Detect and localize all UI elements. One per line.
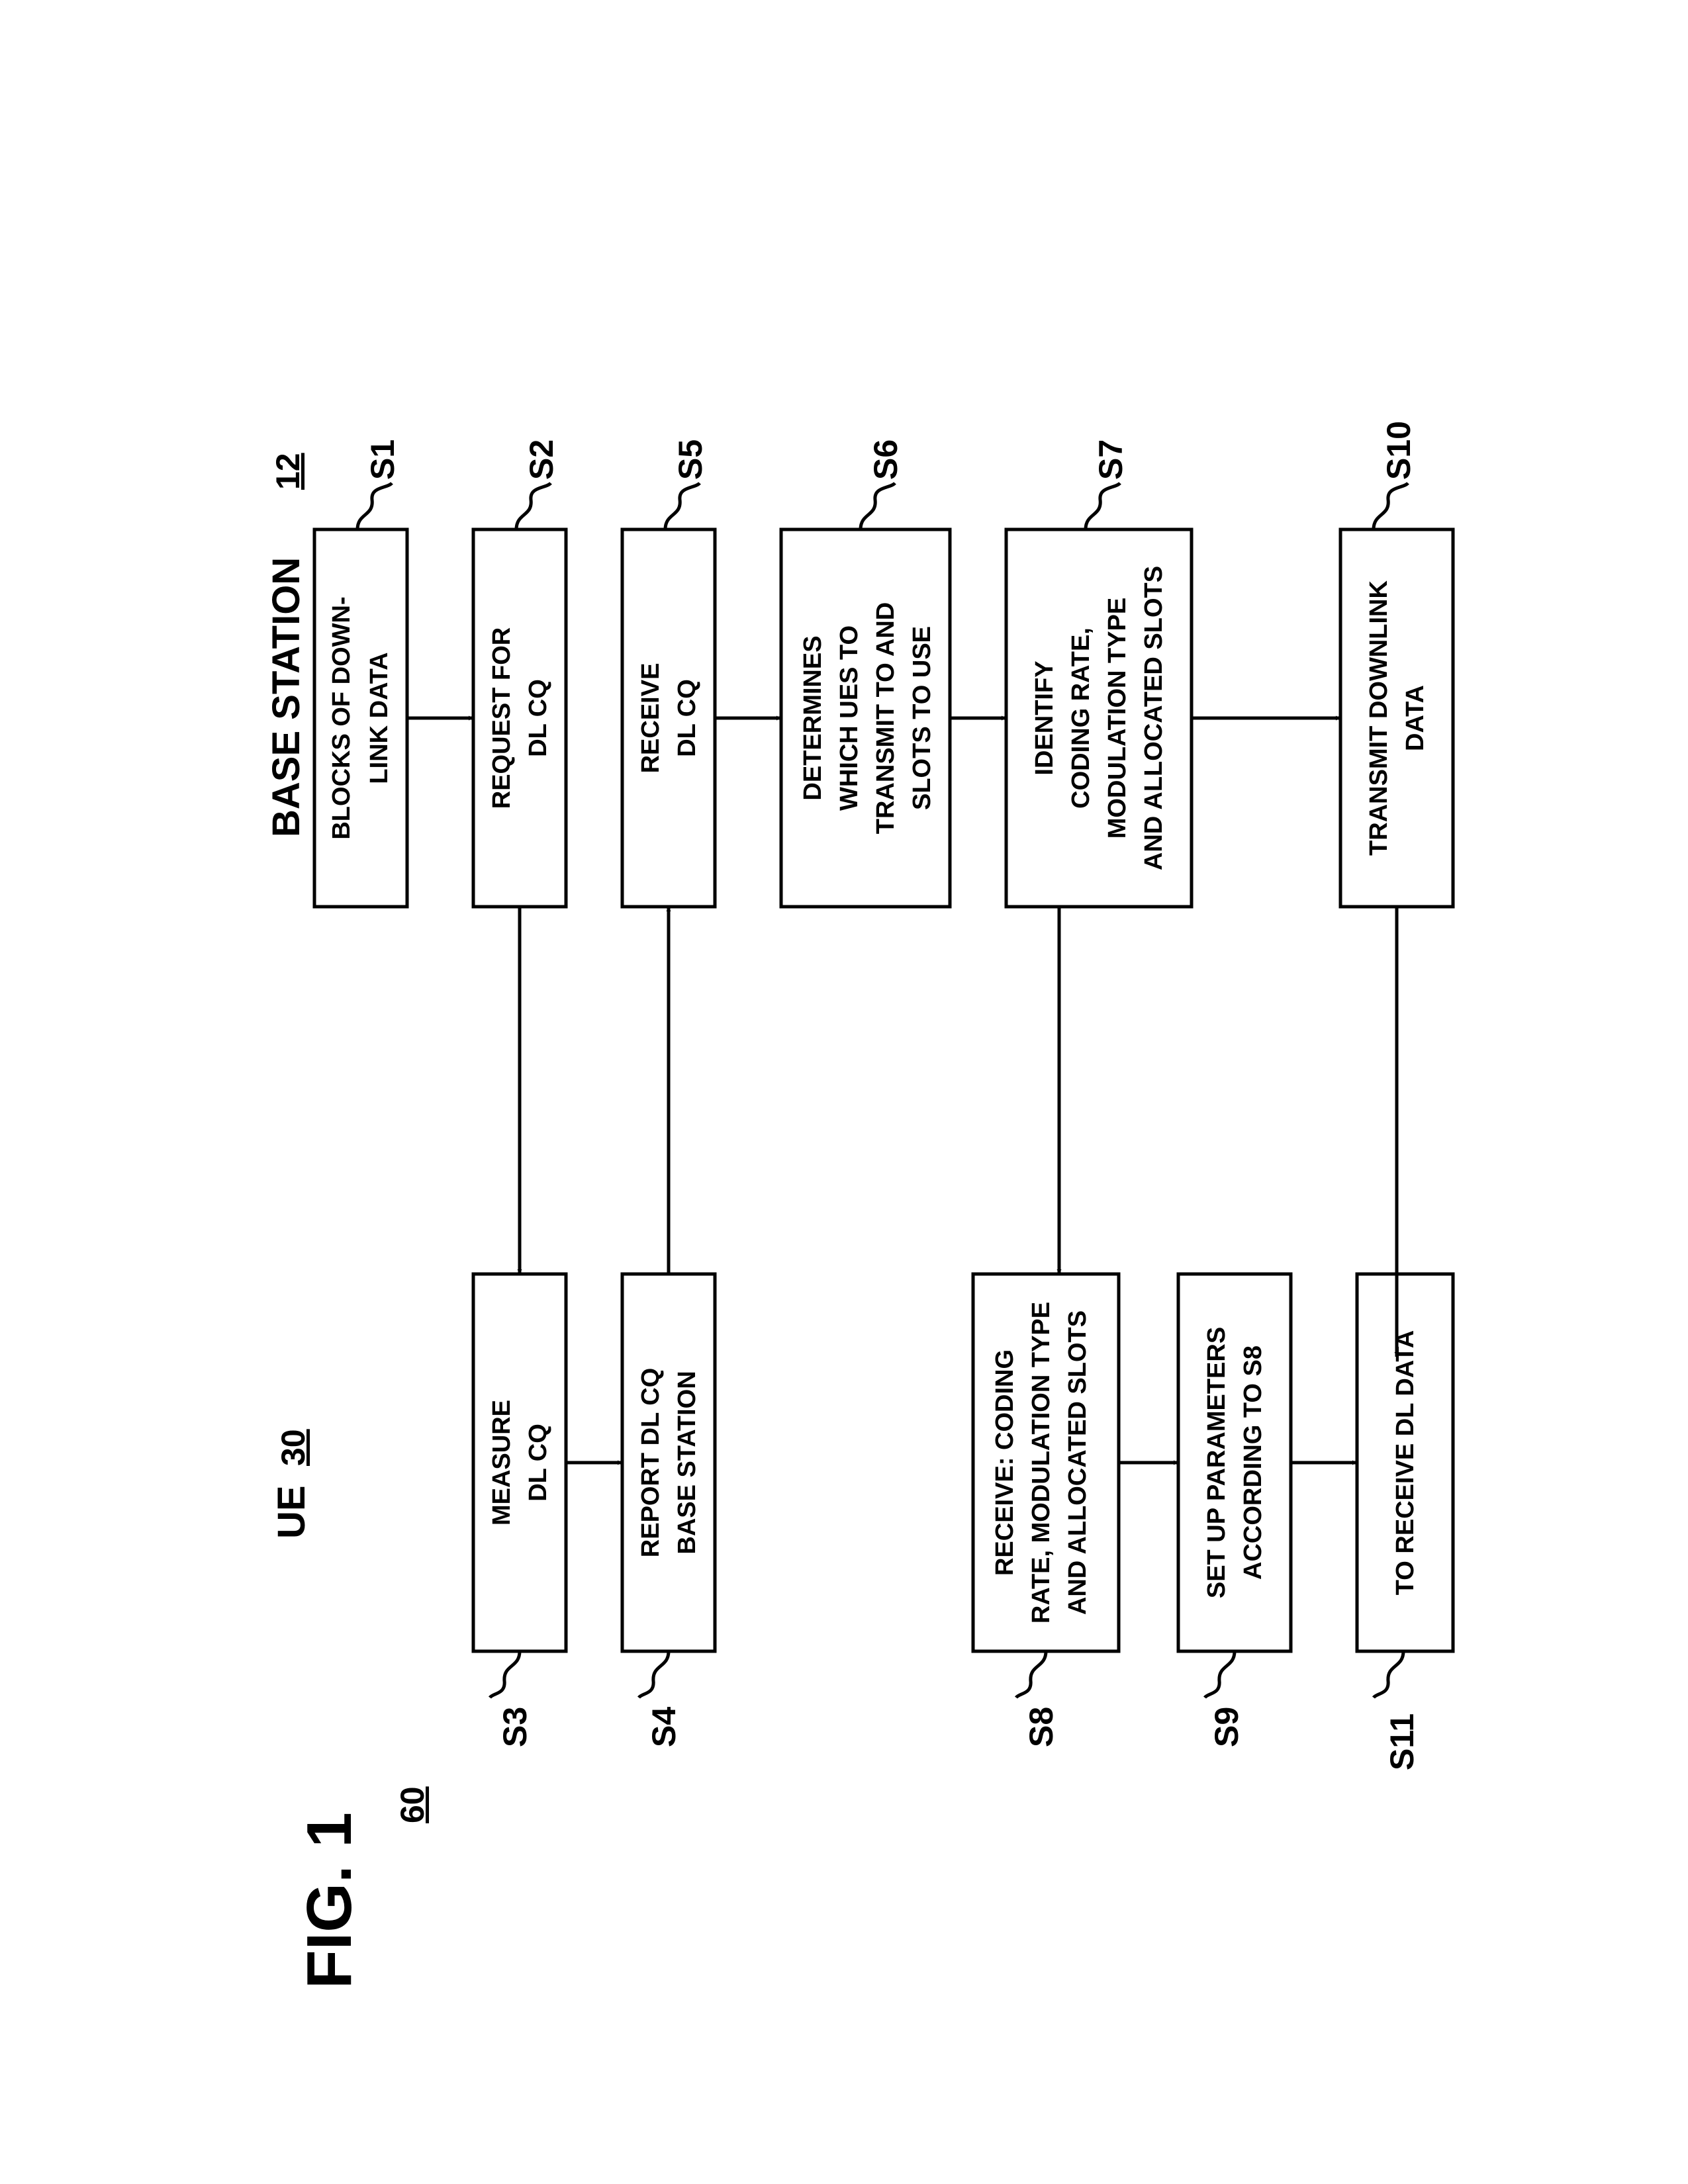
step-s5-line-2: DL CQ — [673, 679, 701, 757]
step-s10-id: S10 — [1380, 421, 1417, 480]
step-s10-line-1: TRANSMIT DOWNLINK — [1365, 580, 1393, 856]
step-label-s4: S4 — [639, 1651, 682, 1747]
step-s8-line-2: RATE, MODULATION TYPE — [1027, 1302, 1055, 1623]
step-label-s3: S3 — [490, 1651, 534, 1747]
step-box-s11: TO RECEIVE DL DATA — [1357, 1274, 1453, 1651]
figure-ref-number: 60 — [394, 1786, 431, 1823]
step-s6-line-3: TRANSMIT TO AND — [872, 602, 900, 834]
step-box-s8: RECEIVE: CODING RATE, MODULATION TYPE AN… — [973, 1274, 1119, 1651]
step-s11-id: S11 — [1383, 1713, 1421, 1770]
step-label-s10: S10 — [1374, 421, 1417, 529]
step-s7-line-3: MODULATION TYPE — [1103, 598, 1131, 839]
base-station-title: BASE STATION — [265, 557, 308, 837]
step-s2-line-1: REQUEST FOR — [488, 627, 516, 809]
step-label-s8: S8 — [1016, 1651, 1060, 1747]
step-box-s1: BLOCKS OF DOWN- LINK DATA — [314, 529, 407, 907]
step-label-s5: S5 — [665, 439, 709, 529]
step-s8-id: S8 — [1023, 1707, 1060, 1747]
step-label-s7: S7 — [1086, 439, 1129, 529]
step-s1-id: S1 — [364, 439, 401, 480]
step-s5-id: S5 — [672, 439, 709, 480]
step-s10-line-2: DATA — [1401, 685, 1429, 751]
step-s2-line-2: DL CQ — [524, 679, 552, 757]
figure-title: FIG. 1 — [294, 1812, 365, 1989]
figure-title-text: FIG. 1 — [294, 1812, 365, 1989]
step-label-s6: S6 — [861, 439, 904, 529]
ue-title: UE — [270, 1485, 313, 1539]
step-box-s3: MEASURE DL CQ — [473, 1274, 566, 1651]
step-label-s2: S2 — [516, 439, 560, 529]
step-s6-line-1: DETERMINES — [799, 635, 827, 800]
step-s9-line-1: SET UP PARAMETERS — [1203, 1327, 1231, 1598]
ue-header: UE 30 — [270, 1429, 313, 1539]
step-label-s1: S1 — [357, 439, 401, 529]
step-s1-line-2: LINK DATA — [365, 652, 393, 784]
step-box-s2: REQUEST FOR DL CQ — [473, 529, 566, 907]
step-s3-line-1: MEASURE — [488, 1400, 516, 1525]
step-s3-line-2: DL CQ — [524, 1424, 552, 1502]
step-s5-line-1: RECEIVE — [637, 663, 665, 774]
step-s8-line-3: AND ALLOCATED SLOTS — [1064, 1310, 1092, 1615]
step-label-s9: S9 — [1205, 1651, 1245, 1747]
step-box-s10: TRANSMIT DOWNLINK DATA — [1340, 529, 1453, 907]
step-s4-line-2: BASE STATION — [673, 1371, 701, 1554]
step-s9-id: S9 — [1208, 1707, 1245, 1747]
step-s4-line-1: REPORT DL CQ — [637, 1368, 665, 1557]
step-s7-line-4: AND ALLOCATED SLOTS — [1140, 566, 1168, 870]
step-s6-line-4: SLOTS TO USE — [908, 626, 936, 810]
step-s7-id: S7 — [1092, 439, 1129, 480]
ue-ref: 30 — [275, 1429, 312, 1466]
step-box-s4: REPORT DL CQ BASE STATION — [622, 1274, 715, 1651]
step-s11-line-1: TO RECEIVE DL DATA — [1391, 1330, 1419, 1595]
step-s8-line-1: RECEIVE: CODING — [991, 1349, 1019, 1576]
base-station-ref: 12 — [269, 453, 306, 490]
step-s2-id: S2 — [523, 439, 560, 480]
step-box-s7: IDENTIFY CODING RATE, MODULATION TYPE AN… — [1006, 529, 1192, 907]
step-box-s9: SET UP PARAMETERS ACCORDING TO S8 — [1178, 1274, 1291, 1651]
step-s9-line-2: ACCORDING TO S8 — [1239, 1345, 1267, 1580]
step-s1-line-1: BLOCKS OF DOWN- — [328, 596, 355, 839]
step-s6-id: S6 — [867, 439, 904, 480]
step-s3-id: S3 — [496, 1707, 534, 1747]
step-s7-line-1: IDENTIFY — [1031, 660, 1058, 775]
step-box-s6: DETERMINES WHICH UES TO TRANSMIT TO AND … — [781, 529, 950, 907]
step-s4-id: S4 — [645, 1707, 682, 1747]
step-s7-line-2: CODING RATE, — [1067, 627, 1095, 809]
step-box-s5: RECEIVE DL CQ — [622, 529, 715, 907]
step-label-s11: S11 — [1374, 1651, 1421, 1770]
step-s6-line-2: WHICH UES TO — [835, 625, 863, 811]
base-station-header: BASE STATION 12 — [265, 453, 308, 837]
